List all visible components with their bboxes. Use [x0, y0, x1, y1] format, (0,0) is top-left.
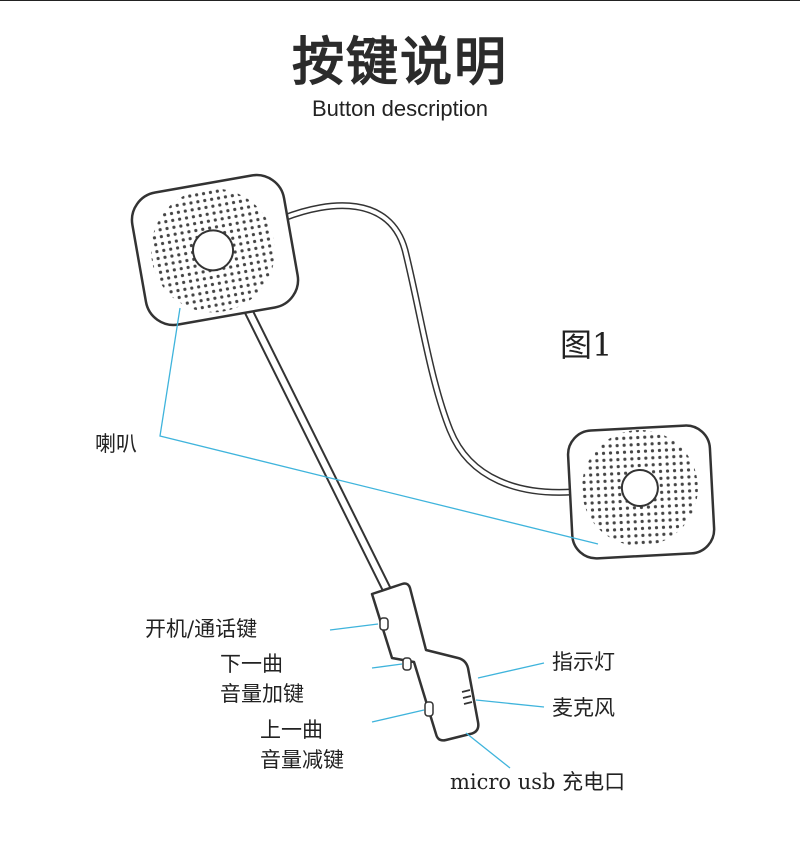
speaker-leader: [159, 307, 599, 545]
microphone-grille: [461, 689, 473, 705]
charging-port-leader: [465, 732, 511, 769]
top-rule: [0, 0, 800, 1]
page-subtitle: Button description: [311, 96, 489, 121]
microphone-leader: [475, 699, 545, 708]
volume-up-label: 音量加键: [220, 682, 304, 706]
prev-volume-down-button: [424, 701, 434, 717]
control-unit: [370, 582, 480, 742]
next-track-label: 下一曲: [220, 652, 283, 676]
page-title: 按键说明: [291, 33, 508, 93]
next-volume-up-button: [402, 657, 412, 671]
next-track-leader: [371, 663, 403, 669]
power-call-leader: [329, 623, 379, 631]
charging-port-label: micro usb 充电口: [450, 770, 626, 794]
microphone-label: 麦克风: [552, 696, 615, 720]
leader-lines: [159, 307, 599, 769]
right-speaker: [566, 424, 716, 560]
figure-label: 图1: [560, 326, 613, 364]
power-call-button: [379, 617, 389, 631]
speaker-label: 喇叭: [95, 432, 137, 456]
power-call-label: 开机/通话键: [145, 617, 258, 641]
prev-track-leader: [371, 709, 425, 723]
indicator-label: 指示灯: [552, 650, 615, 674]
indicator-leader: [477, 662, 545, 679]
prev-track-label: 上一曲: [260, 718, 323, 742]
left-speaker: [130, 173, 300, 327]
volume-down-label: 音量减键: [260, 748, 344, 772]
